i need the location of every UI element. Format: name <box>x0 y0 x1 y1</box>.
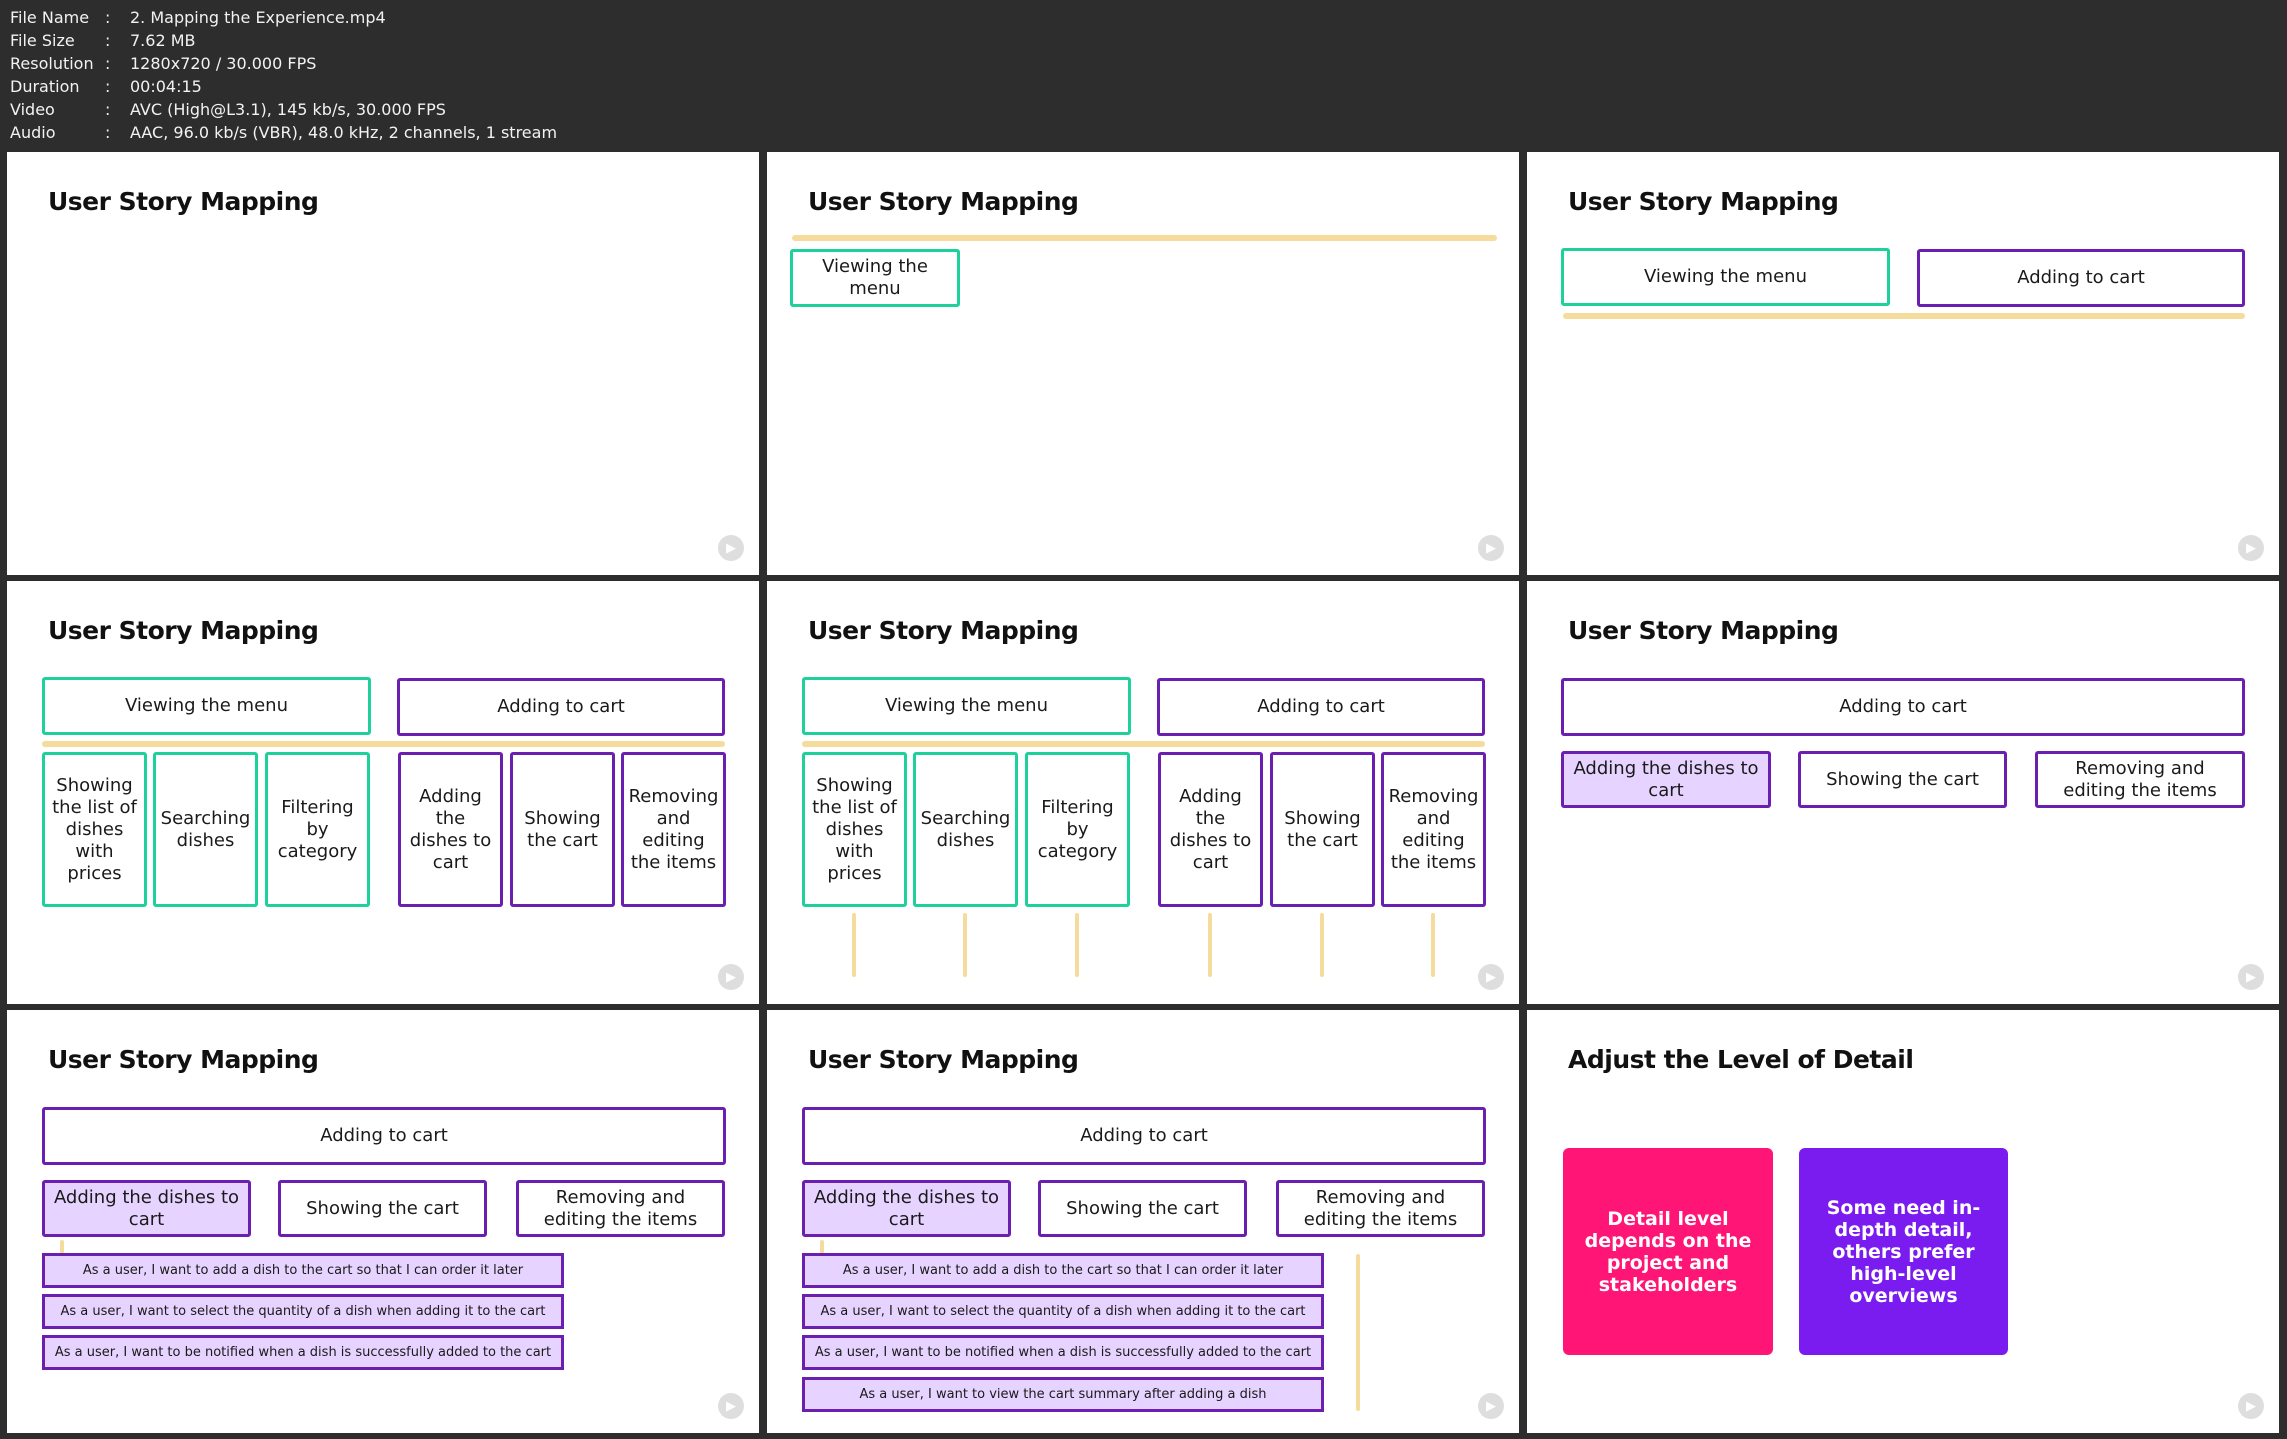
user-story-card: As a user, I want to be notified when a … <box>802 1335 1324 1370</box>
user-story-card: As a user, I want to select the quantity… <box>42 1294 564 1329</box>
play-logo-icon: ▶ <box>1478 535 1504 561</box>
task-card: Removing and editing the items <box>1381 752 1486 907</box>
timeline-line <box>802 741 1485 747</box>
task-card: Showing the cart <box>1270 752 1375 907</box>
user-story-card: As a user, I want to add a dish to the c… <box>802 1253 1324 1288</box>
task-card: Filtering by category <box>265 752 370 907</box>
activity-card: Adding to cart <box>802 1107 1486 1165</box>
story-line <box>820 1240 824 1254</box>
task-card: Showing the cart <box>1798 751 2007 808</box>
task-card: Showing the cart <box>278 1180 487 1237</box>
slide-title: User Story Mapping <box>808 616 1079 645</box>
file-info: File Name:2. Mapping the Experience.mp4 … <box>10 6 557 144</box>
activity-card: Adding to cart <box>1917 249 2245 307</box>
timeline-line <box>792 235 1497 241</box>
play-logo-icon: ▶ <box>1478 964 1504 990</box>
slide-thumbnail-5[interactable]: User Story Mapping Viewing the menu Addi… <box>767 581 1519 1004</box>
story-line <box>1320 913 1324 977</box>
slide-thumbnail-1[interactable]: User Story Mapping ▶ <box>7 152 759 575</box>
story-line <box>963 913 967 977</box>
slide-title: Adjust the Level of Detail <box>1568 1045 1914 1074</box>
task-card: Adding the dishes to cart <box>1158 752 1263 907</box>
task-card: Adding the dishes to cart <box>398 752 503 907</box>
activity-card: Adding to cart <box>42 1107 726 1165</box>
user-story-card: As a user, I want to add a dish to the c… <box>42 1253 564 1288</box>
story-line <box>60 1240 64 1254</box>
activity-card: Adding to cart <box>1561 678 2245 736</box>
slide-thumbnail-2[interactable]: User Story Mapping Viewing the menu ▶ <box>767 152 1519 575</box>
detail-card-pink: Detail level depends on the project and … <box>1563 1148 1773 1355</box>
detail-card-purple: Some need in-depth detail, others prefer… <box>1799 1148 2008 1355</box>
task-card: Removing and editing the items <box>621 752 726 907</box>
task-card: Adding the dishes to cart <box>1561 751 1771 808</box>
slide-title: User Story Mapping <box>1568 187 1839 216</box>
task-card: Removing and editing the items <box>1276 1180 1485 1237</box>
play-logo-icon: ▶ <box>718 1393 744 1419</box>
info-row: Resolution:1280x720 / 30.000 FPS <box>10 54 317 73</box>
task-card: Removing and editing the items <box>2035 751 2245 808</box>
activity-card: Adding to cart <box>397 678 725 736</box>
task-card: Adding the dishes to cart <box>42 1180 251 1237</box>
activity-card: Viewing the menu <box>42 677 371 735</box>
slide-title: User Story Mapping <box>48 187 319 216</box>
slide-thumbnail-7[interactable]: User Story Mapping Adding to cart Adding… <box>7 1010 759 1433</box>
play-logo-icon: ▶ <box>718 964 744 990</box>
info-row: File Size:7.62 MB <box>10 31 196 50</box>
play-logo-icon: ▶ <box>2238 1393 2264 1419</box>
timeline-line <box>1563 313 2245 319</box>
slide-thumbnail-8[interactable]: User Story Mapping Adding to cart Adding… <box>767 1010 1519 1433</box>
user-story-card: As a user, I want to be notified when a … <box>42 1335 564 1370</box>
slide-title: User Story Mapping <box>808 187 1079 216</box>
user-story-card: As a user, I want to view the cart summa… <box>802 1377 1324 1412</box>
slide-thumbnail-6[interactable]: User Story Mapping Adding to cart Adding… <box>1527 581 2279 1004</box>
play-logo-icon: ▶ <box>2238 964 2264 990</box>
user-story-card: As a user, I want to select the quantity… <box>802 1294 1324 1329</box>
task-card: Showing the list of dishes with prices <box>42 752 147 907</box>
slide-title: User Story Mapping <box>808 1045 1079 1074</box>
info-row: Audio:AAC, 96.0 kb/s (VBR), 48.0 kHz, 2 … <box>10 123 558 142</box>
activity-card: Viewing the menu <box>802 677 1131 735</box>
task-card: Showing the cart <box>1038 1180 1247 1237</box>
info-row: Video:AVC (High@L3.1), 145 kb/s, 30.000 … <box>10 100 446 119</box>
activity-card: Adding to cart <box>1157 678 1485 736</box>
task-card: Removing and editing the items <box>516 1180 725 1237</box>
story-line <box>1431 913 1435 977</box>
task-card: Filtering by category <box>1025 752 1130 907</box>
slide-title: User Story Mapping <box>48 616 319 645</box>
story-line <box>852 913 856 977</box>
slide-thumbnail-3[interactable]: User Story Mapping Viewing the menu Addi… <box>1527 152 2279 575</box>
play-logo-icon: ▶ <box>2238 535 2264 561</box>
slide-thumbnail-4[interactable]: User Story Mapping Viewing the menu Addi… <box>7 581 759 1004</box>
timeline-line <box>42 741 725 747</box>
story-line <box>1208 913 1212 977</box>
task-card: Searching dishes <box>153 752 258 907</box>
slide-title: User Story Mapping <box>48 1045 319 1074</box>
task-card: Showing the list of dishes with prices <box>802 752 907 907</box>
slide-title: User Story Mapping <box>1568 616 1839 645</box>
story-line <box>1075 913 1079 977</box>
slide-thumbnail-9[interactable]: Adjust the Level of Detail Detail level … <box>1527 1010 2279 1433</box>
task-card: Showing the cart <box>510 752 615 907</box>
activity-card: Viewing the menu <box>1561 248 1890 306</box>
story-line <box>1356 1254 1360 1411</box>
info-row: File Name:2. Mapping the Experience.mp4 <box>10 8 386 27</box>
task-card: Adding the dishes to cart <box>802 1180 1011 1237</box>
play-logo-icon: ▶ <box>1478 1393 1504 1419</box>
info-row: Duration:00:04:15 <box>10 77 202 96</box>
play-logo-icon: ▶ <box>718 535 744 561</box>
task-card: Searching dishes <box>913 752 1018 907</box>
activity-card: Viewing the menu <box>790 249 960 307</box>
